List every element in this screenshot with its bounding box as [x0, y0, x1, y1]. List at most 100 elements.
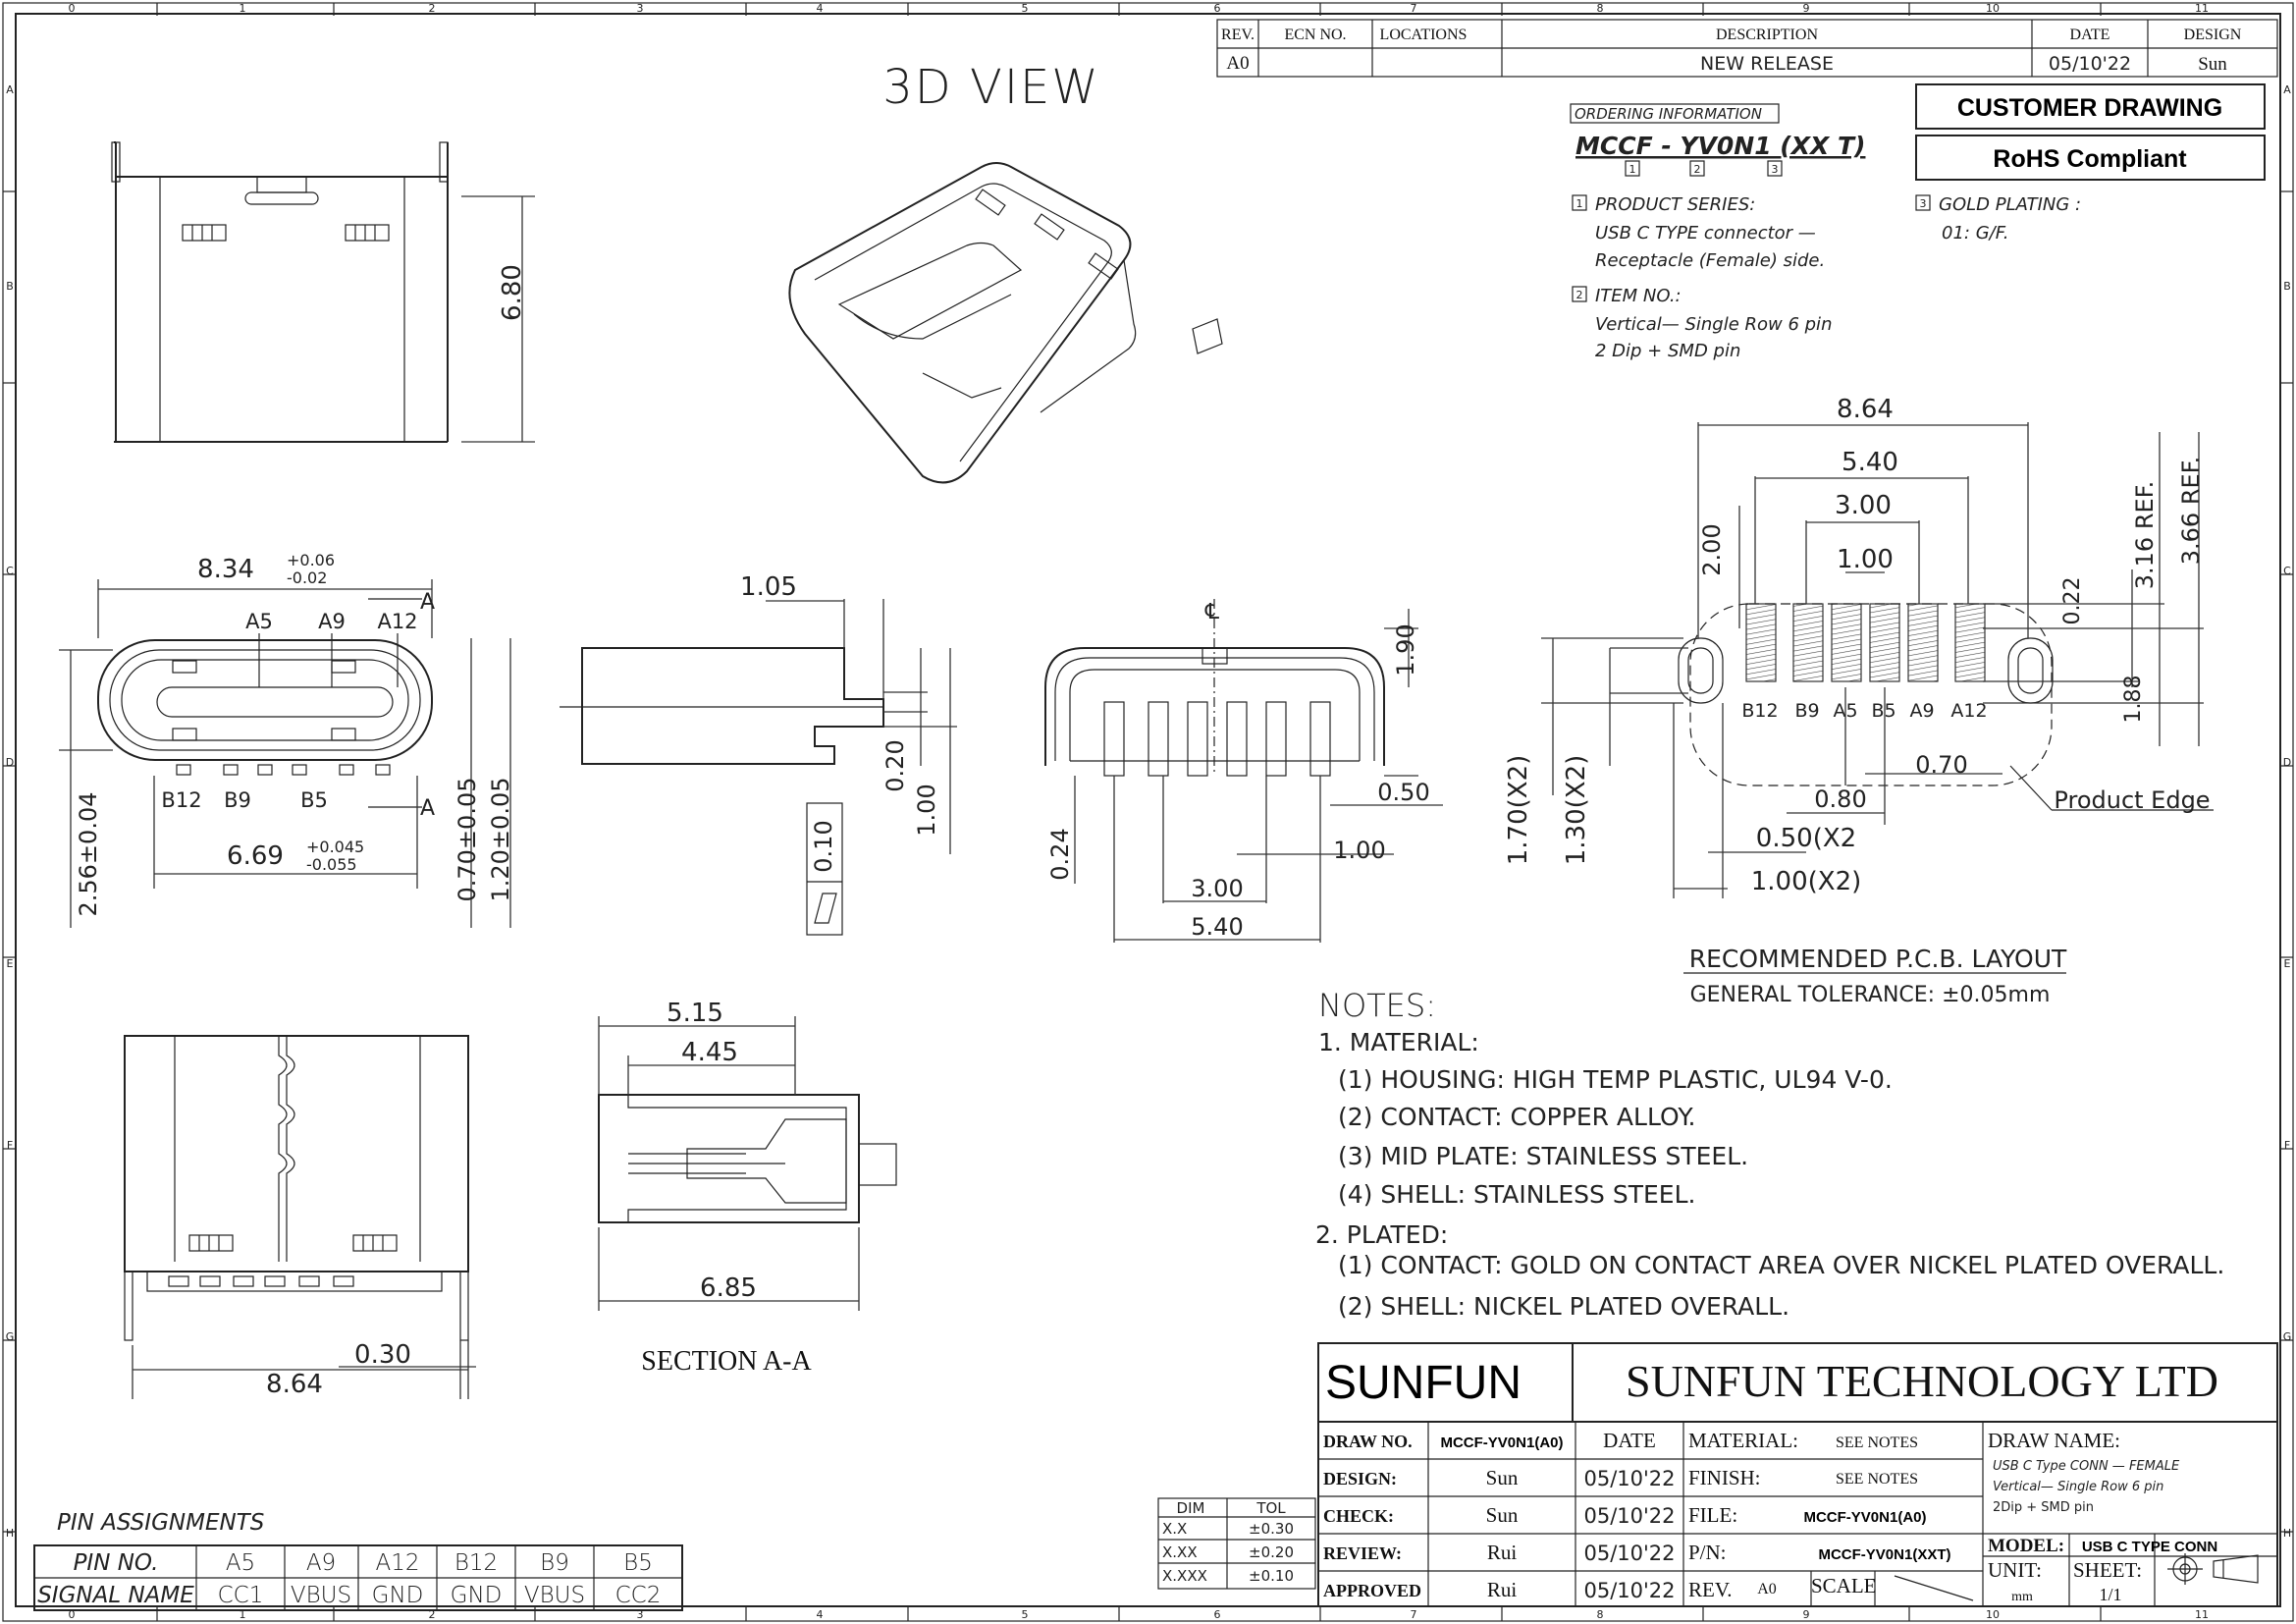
pcb-pads — [1745, 603, 1986, 682]
rev-header: REV. — [1221, 27, 1255, 43]
rev-value: A0 — [1757, 1581, 1777, 1597]
row-label: E — [2284, 957, 2291, 970]
column-labels-top: 0 1 2 3 4 5 6 7 8 9 10 11 — [69, 2, 2210, 15]
pin-no-header: PIN NO. — [74, 1550, 159, 1576]
marker-3: 3 — [1920, 197, 1927, 210]
pcb-dim-8-64: 8.64 — [1837, 395, 1894, 424]
col-label: 8 — [1597, 2, 1604, 15]
section-a-mark: A — [420, 590, 435, 615]
pcb-pad-b9 — [1792, 603, 1824, 682]
notes-line: (4) SHELL: STAINLESS STEEL. — [1338, 1180, 1695, 1209]
title-block: SUNFUN SUNFUN TECHNOLOGY LTD DRAW NO. DE… — [1317, 1342, 2278, 1607]
dim-0-30: 0.30 — [354, 1340, 411, 1370]
review-value: Rui — [1487, 1541, 1518, 1564]
ordering-label: ORDERING INFORMATION — [1575, 105, 1762, 123]
pcb-dim-0-70: 0.70 — [1915, 751, 1967, 779]
unit-label: UNIT: — [1988, 1558, 2042, 1582]
product-edge-label: Product Edge — [2054, 786, 2210, 814]
pcb-dim-1-00: 1.00 — [1837, 545, 1894, 574]
approved-date: 05/10'22 — [1583, 1579, 1675, 1602]
draw-name-line: Vertical— Single Row 6 pin — [1993, 1480, 2163, 1494]
dim-6-85: 6.85 — [700, 1273, 757, 1303]
isometric-3d-view — [788, 162, 1223, 484]
dim-2-56: 2.56±0.04 — [75, 792, 102, 917]
company-name: SUNFUN TECHNOLOGY LTD — [1626, 1356, 2218, 1406]
pcb-dim-3-16: 3.16 REF. — [2131, 481, 2159, 589]
material-value: SEE NOTES — [1836, 1435, 1918, 1451]
col-label: 6 — [1214, 1608, 1221, 1621]
design-value: Sun — [2198, 54, 2227, 75]
row-label: F — [7, 1139, 13, 1152]
item-no-title: ITEM NO.: — [1595, 286, 1682, 306]
signal-cell: VBUS — [524, 1583, 585, 1608]
dim-8-64b: 8.64 — [266, 1370, 323, 1399]
pcb-pad-b5 — [1869, 603, 1900, 682]
check-value: Sun — [1486, 1503, 1519, 1527]
col-label: 10 — [1986, 2, 2000, 15]
tol-cell: ±0.10 — [1249, 1567, 1294, 1585]
description-value: NEW RELEASE — [1700, 53, 1834, 75]
row-label: D — [2283, 756, 2291, 769]
dim-6-69-tol-lower: -0.055 — [306, 855, 357, 874]
finish-value: SEE NOTES — [1836, 1471, 1918, 1488]
pin-label: B5 — [300, 788, 328, 812]
tol-cell: X.XXX — [1162, 1567, 1207, 1585]
notes-line: (2) CONTACT: COPPER ALLOY. — [1338, 1103, 1695, 1131]
pcb-pad-b12 — [1745, 603, 1777, 682]
view-3d-title: 3D VIEW — [882, 60, 1100, 115]
marker-2: 2 — [1694, 163, 1701, 176]
front-mating-view: 8.34 +0.06 -0.02 A A5 A9 A12 B12 B9 B5 A… — [59, 551, 514, 928]
rohs-text: RoHS Compliant — [1993, 145, 2187, 173]
rev-label: REV. — [1688, 1578, 1733, 1601]
pin-label: A9 — [318, 610, 346, 633]
pcb-dim-0-50x2: 0.50(X2 — [1756, 824, 1856, 853]
ordering-information: ORDERING INFORMATION MCCF - YV0N1 (XX T)… — [1570, 103, 2081, 361]
locations-header: LOCATIONS — [1380, 27, 1468, 43]
row-label: G — [2283, 1330, 2292, 1343]
signal-name-header: SIGNAL NAME — [37, 1583, 194, 1608]
file-value: MCCF-YV0N1(A0) — [1803, 1509, 1926, 1526]
pin-label: A12 — [377, 610, 417, 633]
tolerance-table: DIM TOL X.X ±0.30 X.XX ±0.20 X.XXX ±0.10 — [1157, 1497, 1316, 1590]
date-label: DATE — [1603, 1429, 1656, 1452]
col-label: 1 — [240, 1608, 246, 1621]
col-label: 2 — [429, 2, 436, 15]
gold-plating-line: 01: G/F. — [1942, 223, 2008, 244]
marker-1: 1 — [1576, 197, 1583, 210]
pcb-pad-a5 — [1831, 603, 1862, 682]
marker-3: 3 — [1772, 163, 1779, 176]
item-no-line: 2 Dip + SMD pin — [1595, 341, 1740, 361]
dim-0-50: 0.50 — [1377, 779, 1429, 806]
dim-6-80: 6.80 — [498, 264, 527, 321]
review-label: REVIEW: — [1323, 1543, 1402, 1563]
draw-name-label: DRAW NAME: — [1988, 1429, 2120, 1452]
date-header: DATE — [2070, 27, 2110, 43]
approved-value: Rui — [1487, 1578, 1518, 1601]
notes-line: 1. MATERIAL: — [1318, 1028, 1479, 1056]
rear-view: ℄ 1.90 0.50 1.00 3.00 5.40 0.24 — [1044, 599, 1443, 943]
col-label: 9 — [1803, 1608, 1810, 1621]
signal-cell: CC2 — [615, 1583, 662, 1608]
signal-cell: GND — [451, 1583, 503, 1608]
dim-1-20: 1.20±0.05 — [487, 778, 514, 902]
col-label: 0 — [69, 1608, 76, 1621]
notes-line: (1) CONTACT: GOLD ON CONTACT AREA OVER N… — [1338, 1251, 2224, 1279]
notes: NOTES: 1. MATERIAL: (1) HOUSING: HIGH TE… — [1315, 987, 2224, 1321]
pin-label: A5 — [245, 610, 273, 633]
pcb-pad-a12 — [1954, 603, 1986, 682]
pcb-dim-3-66: 3.66 REF. — [2177, 457, 2205, 565]
dim-5-15: 5.15 — [667, 999, 723, 1028]
col-label: 9 — [1803, 2, 1810, 15]
tol-cell: ±0.30 — [1249, 1520, 1294, 1538]
tol-header: TOL — [1255, 1499, 1286, 1517]
dim-0-10: 0.10 — [810, 820, 837, 872]
row-label: B — [2283, 280, 2291, 293]
dim-8-34-tol-upper: +0.06 — [287, 551, 335, 569]
section-a-a-view: 5.15 4.45 6.85 SECTION A-A — [598, 999, 897, 1377]
logo-text: SUNFUN — [1325, 1357, 1522, 1409]
product-series-line: Receptacle (Female) side. — [1595, 250, 1825, 271]
col-label: 3 — [637, 2, 644, 15]
notes-line: (1) HOUSING: HIGH TEMP PLASTIC, UL94 V-0… — [1338, 1065, 1893, 1094]
check-label: CHECK: — [1323, 1506, 1394, 1526]
